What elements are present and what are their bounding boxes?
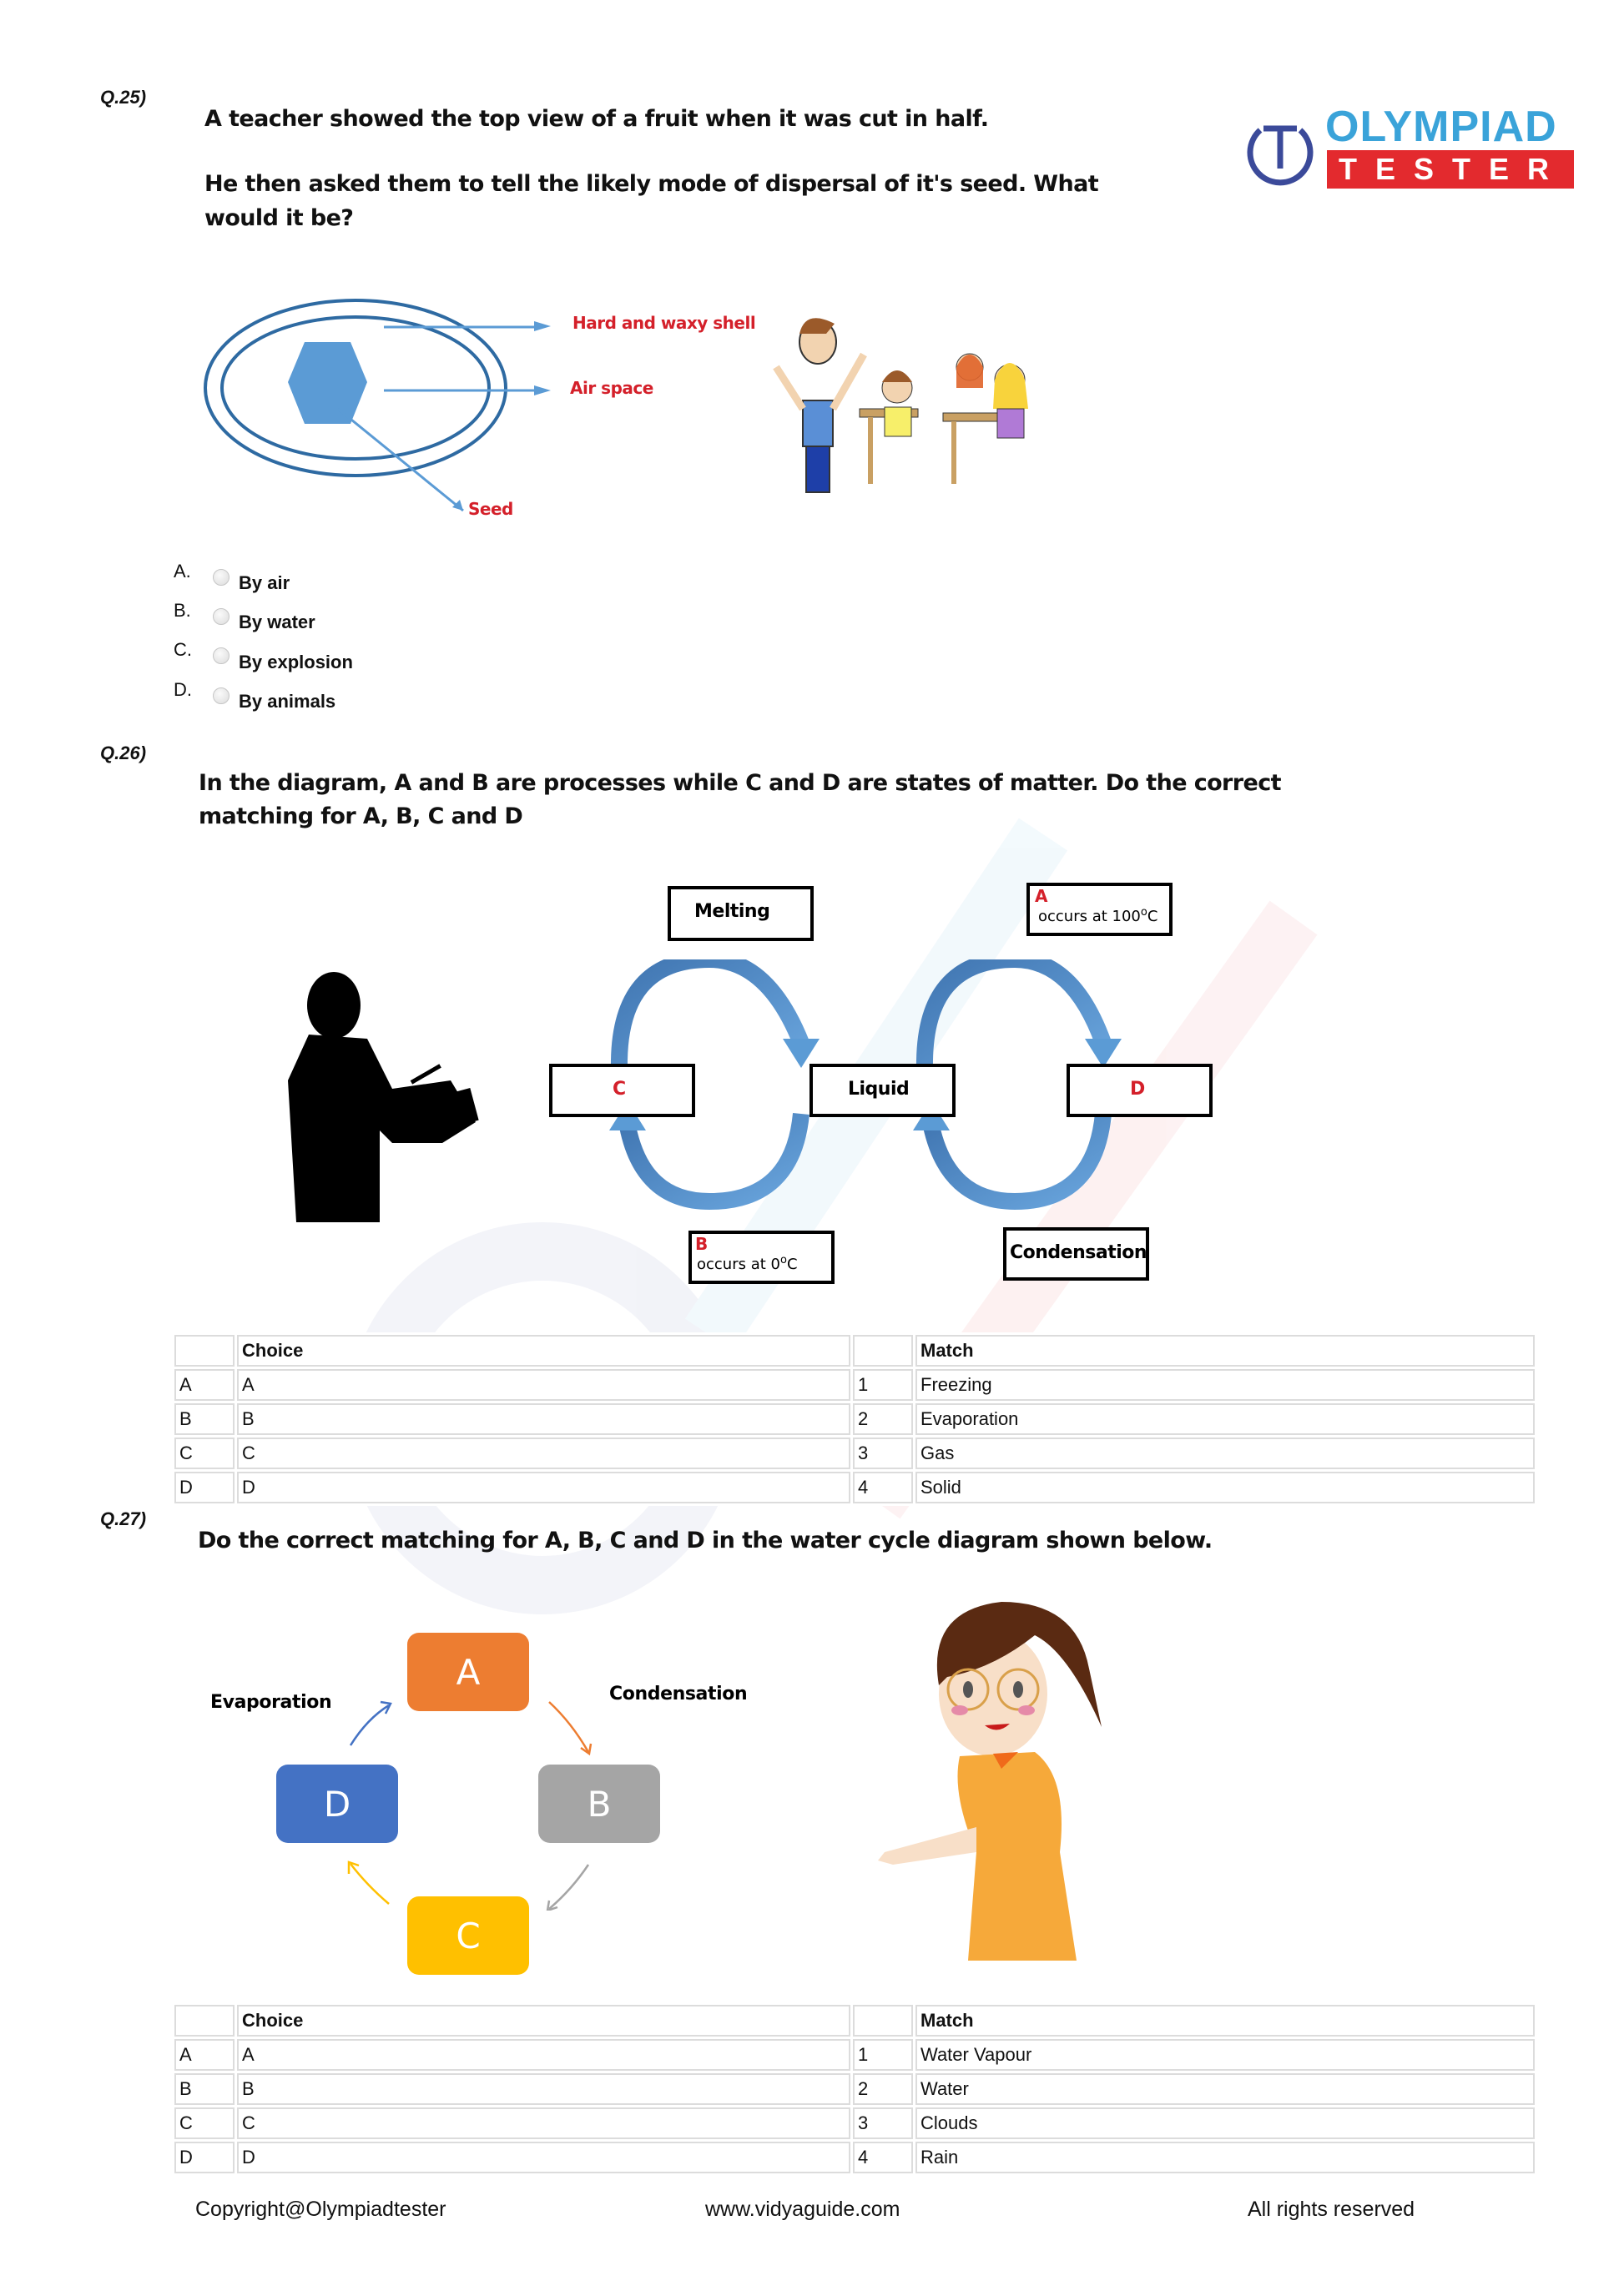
label-hard-waxy-shell: Hard and waxy shell	[572, 313, 756, 333]
q25-number: Q.25)	[100, 87, 147, 108]
box-process-a: A occurs at 100oC	[1026, 883, 1173, 936]
box-state-d: D	[1067, 1064, 1213, 1117]
man-silhouette-illustration	[288, 972, 479, 1222]
cycle-box-d: D	[276, 1765, 398, 1843]
box-process-b: B occurs at 0oC	[688, 1231, 835, 1284]
cycle-box-c: C	[407, 1896, 529, 1975]
q27-text-line1: Do the correct matching for A, B, C and …	[198, 1528, 1213, 1553]
logo-text-olympiad: OLYMPIAD	[1325, 103, 1557, 151]
box-melting: Melting	[668, 886, 814, 941]
header-choice: Choice	[237, 2005, 850, 2037]
olympiad-tester-logo: OLYMPIAD TESTER	[1243, 103, 1575, 190]
state-change-arrows	[609, 959, 1122, 1210]
q25-text-line1: A teacher showed the top view of a fruit…	[204, 106, 989, 132]
label-evaporation: Evaporation	[210, 1692, 332, 1713]
q25-text-line3: would it be?	[204, 205, 354, 231]
fruit-cross-section-diagram	[204, 299, 542, 512]
option-letter-b: B.	[174, 600, 191, 621]
header-match: Match	[915, 2005, 1535, 2037]
label-air-space: Air space	[570, 378, 653, 398]
girl-teacher-illustration	[878, 1602, 1102, 1961]
option-radio-b[interactable]	[213, 608, 229, 625]
process-a-text: occurs at 100oC	[1038, 906, 1158, 925]
option-label-c[interactable]: By explosion	[239, 652, 353, 672]
footer-copyright: Copyright@Olympiadtester	[195, 2198, 446, 2221]
footer-rights: All rights reserved	[1248, 2198, 1415, 2221]
header-match: Match	[915, 1335, 1535, 1367]
option-letter-c: C.	[174, 639, 192, 660]
table-header-row: Choice Match	[174, 1335, 1535, 1367]
option-radio-c[interactable]	[213, 647, 229, 664]
option-radio-d[interactable]	[213, 687, 229, 704]
option-radio-a[interactable]	[213, 569, 229, 586]
seed-hexagon	[288, 342, 367, 424]
option-label-a[interactable]: By air	[239, 572, 290, 593]
footer-website-link[interactable]: www.vidyaguide.com	[705, 2198, 900, 2221]
label-seed: Seed	[468, 499, 513, 519]
teacher-students-illustration	[773, 318, 1028, 493]
option-letter-d: D.	[174, 679, 192, 700]
q26-number: Q.26)	[100, 743, 147, 763]
process-a-letter: A	[1035, 886, 1048, 906]
option-letter-a: A.	[174, 561, 191, 582]
label-condensation: Condensation	[609, 1684, 748, 1704]
table-header-row: Choice Match	[174, 2005, 1535, 2037]
logo-text-tester: TESTER	[1327, 150, 1575, 189]
cycle-box-a: A	[407, 1633, 529, 1711]
q26-text-line2: matching for A, B, C and D	[199, 803, 523, 829]
header-choice: Choice	[237, 1335, 850, 1367]
logo-ring-icon	[1247, 125, 1314, 186]
q26-text-line1: In the diagram, A and B are processes wh…	[199, 770, 1282, 796]
process-b-text: occurs at 0oC	[697, 1254, 798, 1273]
option-label-b[interactable]: By water	[239, 612, 315, 632]
process-b-letter: B	[695, 1234, 709, 1254]
option-label-d[interactable]: By animals	[239, 691, 336, 712]
box-condensation: Condensation	[1003, 1227, 1149, 1281]
box-state-c: C	[549, 1064, 695, 1117]
q27-number: Q.27)	[100, 1508, 147, 1529]
cycle-arrows	[347, 1700, 593, 1911]
q25-text-line2: He then asked them to tell the likely mo…	[204, 171, 1099, 197]
box-liquid: Liquid	[809, 1064, 956, 1117]
cycle-box-b: B	[538, 1765, 660, 1843]
arrow-air-icon	[534, 385, 551, 395]
arrow-shell-icon	[534, 321, 551, 331]
